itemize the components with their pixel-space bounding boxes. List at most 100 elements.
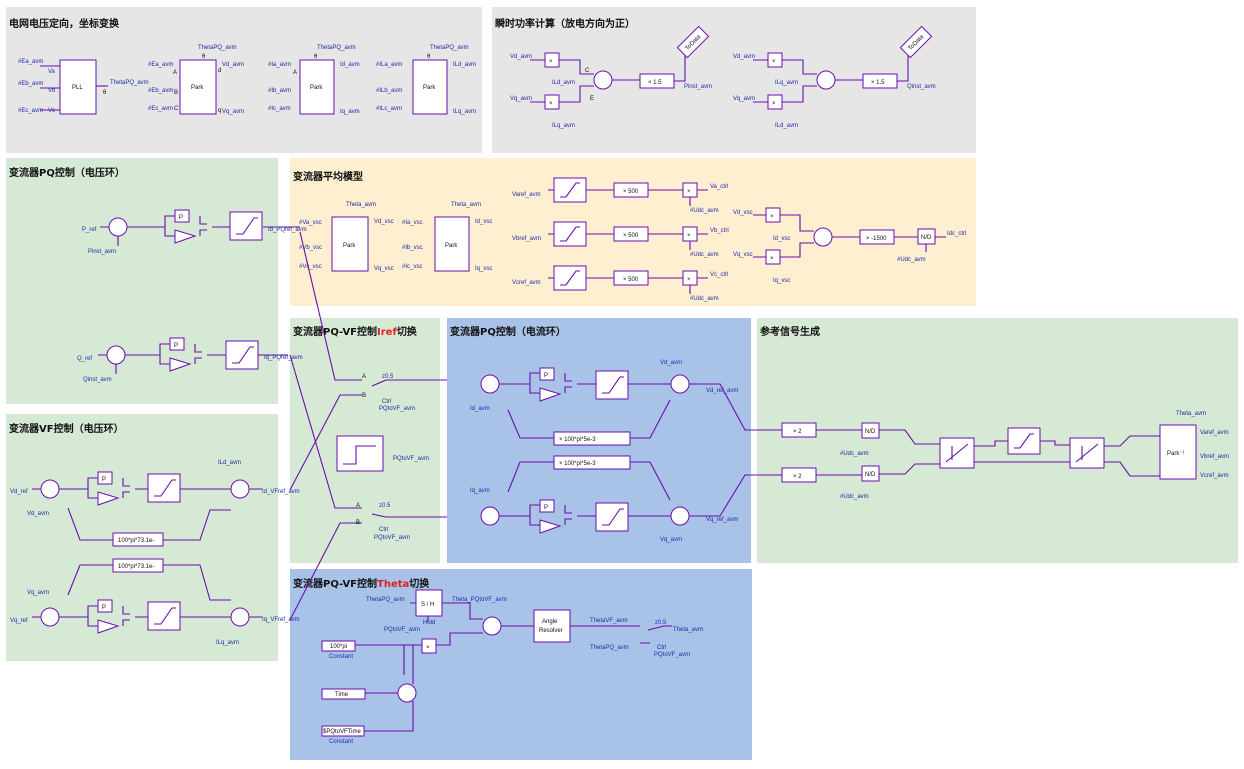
sum-pq-p[interactable]	[108, 217, 128, 237]
sig-vf-vdavm: Vd_avm	[27, 511, 49, 517]
sig-step-out: PQtoVF_avm	[393, 456, 429, 462]
park-block-2[interactable]	[299, 59, 335, 115]
title-theta-switch: 变流器PQ-VF控制Theta切换	[293, 577, 430, 590]
i-block-vf2[interactable]	[97, 619, 120, 634]
step-source[interactable]	[336, 435, 384, 472]
sum-cur-q1[interactable]	[480, 506, 500, 526]
mult-dc-1-label: ×	[770, 214, 774, 220]
sig-pw-ild: ILd_avm	[552, 80, 575, 86]
angle-resolver[interactable]	[533, 609, 571, 643]
i-block-cur2[interactable]	[539, 519, 562, 534]
p-block-pq1[interactable]	[174, 209, 190, 223]
sum-dc[interactable]	[813, 227, 833, 247]
limiter-ref[interactable]	[1007, 427, 1041, 455]
sig-cur-vq: Vq_avm	[660, 537, 682, 543]
limiter-cur2-shape	[602, 508, 624, 526]
park-block-3[interactable]	[412, 59, 448, 115]
i-block-pq2[interactable]	[169, 357, 192, 372]
wire-avg-a	[548, 189, 708, 206]
limiter-cur1[interactable]	[595, 370, 629, 400]
sum-th[interactable]	[482, 616, 502, 636]
wire-dc	[753, 214, 946, 258]
nd-dc[interactable]	[917, 228, 936, 245]
sig-avg-id: Id_vsc	[475, 219, 492, 225]
const-pqtovf[interactable]	[321, 725, 365, 737]
p-block-vf2[interactable]	[97, 599, 113, 613]
todata-q[interactable]	[899, 25, 933, 59]
panel-titles: 电网电压定向，坐标变换 瞬时功率计算（放电方向为正） 变流器PQ控制（电压环） …	[9, 17, 820, 590]
p-block-cur1[interactable]	[539, 367, 555, 381]
sum-vf-q2[interactable]	[230, 607, 250, 627]
wire-pw-4	[897, 55, 909, 82]
avg-park-block-2[interactable]	[434, 216, 470, 272]
mult-th[interactable]	[421, 638, 437, 654]
park-inv-block[interactable]	[1159, 424, 1197, 480]
sig-pq-qinst: Qinst_avm	[83, 377, 112, 383]
step-shape	[343, 445, 376, 465]
sum-cur-d2[interactable]	[670, 374, 690, 394]
title-ref-gen: 参考信号生成	[760, 325, 820, 338]
mult-pw-2-label: ×	[549, 101, 553, 107]
sig-pq-idout: Id_PQref_avm	[268, 227, 307, 233]
sig-vf-ild: ILd_avm	[218, 460, 241, 466]
limiter-vf2[interactable]	[147, 601, 181, 631]
sum-vf-q1[interactable]	[40, 607, 60, 627]
title-grid: 电网电压定向，坐标变换	[9, 17, 120, 30]
i-block-cur1[interactable]	[539, 387, 562, 402]
pq-voltage-group: P_ref Pinst_avm P Id_PQref_avm Q_ref Qin…	[77, 209, 307, 383]
sig-park3-ilb: #ILb_avm	[376, 88, 402, 94]
gain-avg-b-label: × 500	[623, 233, 639, 239]
p-block-pq2[interactable]	[169, 337, 185, 351]
gain-ref-2-label: × 2	[793, 474, 802, 480]
grid-pll-group: PLL #Ea_avm Va #Eb_avm Vb #Ec_avm Vc The…	[18, 59, 149, 115]
sig-qref: Q_ref	[77, 356, 92, 362]
sig-sw2-z: z0.5	[379, 503, 391, 509]
wire-pq-2	[98, 343, 288, 374]
todata-p[interactable]	[676, 25, 710, 59]
p-block-vf1[interactable]	[97, 471, 113, 485]
gain-dc[interactable]	[859, 229, 895, 245]
sig-pw-qinst: Qinst_avm	[907, 84, 936, 90]
limiter-cur2[interactable]	[595, 502, 629, 532]
grid-park-2: Park ThetaPQ_avm θ #Ia_avm #Ib_avm #Ic_a…	[268, 45, 360, 115]
avg-park-block-1[interactable]	[331, 216, 369, 272]
limiter-pq1[interactable]	[229, 211, 263, 241]
sig-eb: #Eb_avm	[18, 81, 43, 87]
limiter-pq2[interactable]	[225, 340, 259, 370]
sig-avg-iq: Iq_vsc	[475, 266, 492, 272]
sig-park1-vd: Vd_avm	[222, 62, 244, 68]
sig-avg-vq: Vq_vsc	[374, 266, 394, 272]
sig-park1-eb: #Eb_avm	[148, 88, 173, 94]
limiter-avg-c[interactable]	[553, 265, 587, 291]
sum-time[interactable]	[397, 683, 417, 703]
sum-cur-d1[interactable]	[480, 374, 500, 394]
time-block[interactable]	[321, 688, 366, 700]
sum-pw-q[interactable]	[816, 70, 836, 90]
port-sw1-b: B	[362, 393, 366, 399]
sig-sw2-pqtovf: PQtoVF_avm	[374, 535, 410, 541]
sig-sw1-ctrl: Ctrl	[382, 399, 391, 405]
park-block-1[interactable]	[179, 59, 217, 115]
sum-vf-d2[interactable]	[230, 479, 250, 499]
sum-vf-d1[interactable]	[40, 479, 60, 499]
p-block-cur2[interactable]	[539, 499, 555, 513]
const-100pi[interactable]	[321, 640, 356, 652]
sig-avg-va: #Va_vsc	[299, 220, 322, 226]
i-block-vf1[interactable]	[97, 491, 120, 506]
limiter-vf1[interactable]	[147, 473, 181, 503]
sum-pw-p[interactable]	[593, 70, 613, 90]
mult-avg-c-label: ×	[687, 277, 691, 283]
sum-pq-q[interactable]	[106, 345, 126, 365]
sum-cur-q2[interactable]	[670, 506, 690, 526]
i-block-pq1[interactable]	[174, 229, 197, 244]
title-iref-switch: 变流器PQ-VF控制Iref切换	[293, 325, 418, 338]
limiter-avg-a[interactable]	[553, 177, 587, 203]
pll-block[interactable]	[59, 59, 97, 115]
sig-avg-theta-1: Theta_avm	[346, 202, 376, 208]
sig-dc-id: Id_vsc	[773, 236, 790, 242]
wire-vf-d	[32, 477, 262, 499]
limiter-avg-b[interactable]	[553, 221, 587, 247]
sig-dc-iq: Iq_vsc	[773, 278, 790, 284]
port-park1-c: C	[174, 106, 179, 112]
